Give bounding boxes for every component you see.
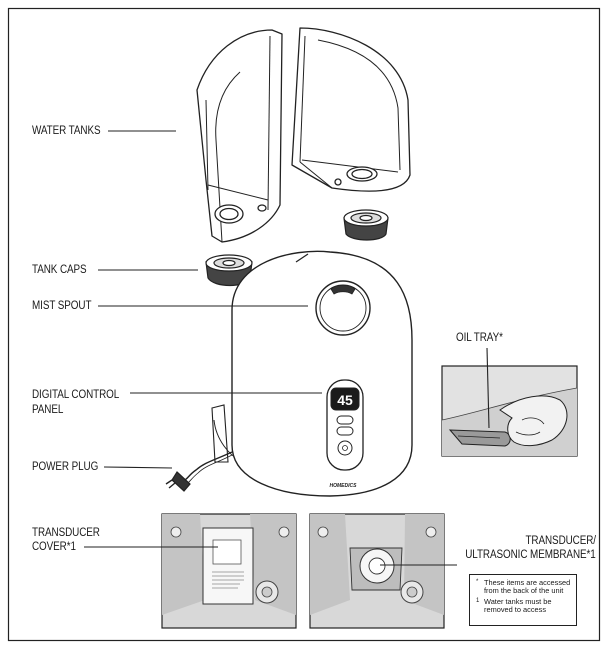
footnote-2-line2: removed to access — [484, 605, 547, 615]
brand-logo: HOMEDICS — [330, 483, 358, 489]
footnote-2-marker: 1 — [476, 597, 480, 604]
display-readout: 45 — [337, 392, 353, 408]
footnote-2: 1 Water tanks must be removed to access — [476, 596, 572, 615]
footnote-1-line1: These items are accessed — [484, 578, 571, 587]
leader-oil-tray — [486, 347, 490, 429]
transducer-cover-photo — [161, 513, 297, 629]
power-cord — [184, 451, 233, 484]
label-transducer-membrane-line1: TRANSDUCER/ — [525, 535, 597, 547]
digital-display — [330, 387, 360, 411]
label-water-tanks: WATER TANKS — [32, 125, 101, 137]
oil-tray-photo — [441, 365, 578, 457]
footnote-1: * These items are accessed from the back… — [476, 578, 572, 596]
footnote-2-line1: Water tanks must be — [484, 596, 552, 606]
mist-spout — [315, 280, 371, 336]
footnote-1-marker: * — [476, 579, 479, 585]
label-tank-caps: TANK CAPS — [32, 264, 87, 276]
footnote-box: * These items are accessed from the back… — [469, 574, 577, 626]
tank-cap-right — [343, 209, 389, 241]
left-water-tank — [196, 29, 283, 243]
humidifier-base-unit — [211, 250, 413, 497]
footnote-1-line2: from the back of the unit — [484, 586, 564, 596]
diagram-border — [7, 7, 601, 642]
power-plug-icon — [165, 471, 191, 492]
right-water-tank — [291, 27, 411, 192]
label-digital-control-panel-line2: PANEL — [32, 404, 64, 416]
label-transducer-cover-line1: TRANSDUCER — [32, 527, 100, 539]
label-transducer-membrane-line2: ULTRASONIC MEMBRANE*1 — [465, 549, 597, 561]
control-button-top — [336, 415, 354, 425]
transducer-cover — [202, 527, 254, 605]
label-oil-tray: OIL TRAY* — [456, 332, 503, 344]
transducer-membrane-photo — [309, 513, 445, 629]
digital-control-panel — [326, 379, 364, 471]
label-mist-spout: MIST SPOUT — [32, 300, 92, 312]
label-digital-control-panel-line1: DIGITAL CONTROL — [32, 389, 120, 401]
label-power-plug: POWER PLUG — [32, 461, 99, 473]
control-button-middle — [336, 426, 354, 436]
leader-lines — [84, 130, 490, 566]
leader-power-plug — [103, 466, 173, 469]
label-transducer-cover-line2: COVER*1 — [32, 541, 76, 553]
